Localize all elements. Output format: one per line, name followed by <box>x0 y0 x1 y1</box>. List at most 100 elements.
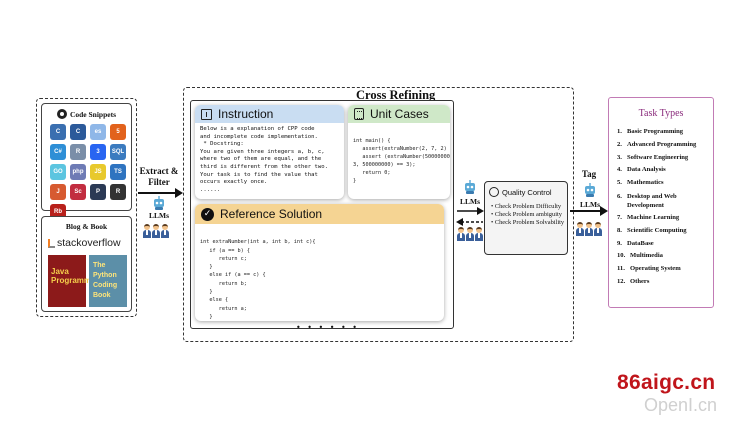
task-label: Machine Learning <box>627 213 680 221</box>
robot-icon <box>465 180 475 194</box>
html-icon: 5 <box>110 124 126 140</box>
instruction-text: Below is a explanation of CPP code and i… <box>200 126 328 193</box>
watermark-86aigc: 86aigc.cn <box>617 371 716 394</box>
code-snippets-label: Code Snippets <box>69 109 117 119</box>
watermark-openi: OpenI.cn <box>644 395 718 415</box>
cpp-icon: C <box>70 124 86 140</box>
python-book-line: Python <box>93 272 117 279</box>
task-number: 2. <box>617 140 622 148</box>
r-icon: R <box>70 144 86 160</box>
task-item: 3. Software Engineering <box>617 152 705 165</box>
python-book-line: The <box>93 262 106 269</box>
more-dots: • • • • • • <box>296 323 360 332</box>
task-types-list: 1. Basic Programming 2.Advanced Programmi… <box>617 126 705 289</box>
task-label: Others <box>630 277 650 285</box>
task-number: 12. <box>617 277 626 285</box>
task-types-title: Task Types <box>638 108 684 119</box>
unit-cases-title: Unit Cases <box>370 107 429 121</box>
blog-book-title: Blog & Book <box>65 222 108 231</box>
task-number: 9. <box>617 239 622 247</box>
github-icon <box>56 109 67 119</box>
quality-control-title: Quality Control <box>502 187 552 197</box>
unit-cases-code: int main() { assert(extraNumber(2, 7, 2)… <box>353 129 450 199</box>
llms-label-2: LLMs <box>459 197 480 206</box>
code-line: int main() { <box>353 138 391 144</box>
task-item: 1. Basic Programming <box>617 126 705 139</box>
task-label: Data Analysis <box>627 166 666 174</box>
python-book-line: Coding <box>93 282 118 289</box>
c-icon: C <box>50 124 66 140</box>
task-item: 5. Mathematics <box>617 177 705 190</box>
php-icon: php <box>70 164 86 180</box>
golang-icon: GO <box>50 164 66 180</box>
task-number: 11. <box>617 265 625 273</box>
task-number: 6. <box>617 192 622 200</box>
quality-control-header: Quality Control <box>489 187 552 197</box>
check-circle-icon: ✓ <box>201 207 214 221</box>
reference-solution-panel: ✓ Reference Solution int extraNumber(int… <box>195 204 444 321</box>
task-item: 8. Scientific Computing <box>617 225 705 238</box>
code-line: } <box>200 264 213 271</box>
cross-refining-title: Cross Refining <box>354 88 438 103</box>
instruction-header: Instruction <box>195 105 344 123</box>
code-line: return b; <box>200 280 247 287</box>
javascript-icon: JS <box>90 164 106 180</box>
task-label: Desktop and Web Development <box>627 192 677 209</box>
task-label: Mathematics <box>627 179 664 187</box>
code-line: int extraNumber(int a, int b, int c){ <box>200 239 316 246</box>
task-item: 2.Advanced Programming <box>617 139 705 152</box>
task-label: Basic Programming <box>627 128 684 135</box>
code-line: assert (extraNumber(500000000, <box>353 154 450 160</box>
code-line: else { <box>200 297 229 304</box>
task-number: 3. <box>617 153 622 161</box>
task-label: Scientific Computing <box>627 226 687 234</box>
cross-refining-container <box>183 87 574 342</box>
unit-cases-header: Unit Cases <box>348 105 450 123</box>
task-item: 7. Machine Learning <box>617 212 705 225</box>
llms-label-1: LLMs <box>148 211 169 220</box>
task-number: 1. <box>617 128 622 135</box>
ecmascript-icon: es <box>90 124 106 140</box>
tag-arrow-head <box>600 206 608 216</box>
task-label: Software Engineering <box>627 153 689 161</box>
extract-arrow-line <box>138 192 175 194</box>
task-number: 5. <box>617 179 622 187</box>
robot-icon <box>585 183 595 197</box>
java-book-title: Java Programming <box>51 267 104 285</box>
openai-icon <box>489 187 499 197</box>
extract-filter-label: Extract & Filter <box>139 166 179 187</box>
stackoverflow-logo: stackoverflow <box>48 237 121 249</box>
task-number: 7. <box>617 213 622 221</box>
llms-label-3: LLMs <box>579 200 600 209</box>
task-number: 8. <box>617 226 622 234</box>
quality-control-box: Quality Control Check Problem Difficulty… <box>484 181 568 255</box>
instruction-panel: Instruction Below is a explanation of CP… <box>195 105 344 199</box>
task-item: 9.DataBase <box>617 238 705 251</box>
stackoverflow-text: stackoverflow <box>57 237 121 249</box>
task-number: 4. <box>617 166 622 174</box>
task-item: 12. Others <box>617 276 705 289</box>
sql-icon: SQL <box>110 144 126 160</box>
annotators-icon <box>576 222 602 236</box>
code-line: assert(extraNumber(2, 7, 2) == 7); <box>362 146 450 152</box>
reference-solution-code: int extraNumber(int a, int b, int c){ if… <box>200 230 316 321</box>
annotators-icon <box>457 227 483 241</box>
reference-solution-header: ✓ Reference Solution <box>195 204 444 224</box>
task-item: 6. Desktop and Web Development <box>617 190 705 212</box>
code-line: } <box>200 313 213 320</box>
code-snippets-title: Code Snippets <box>42 109 131 119</box>
stackoverflow-icon <box>48 238 55 248</box>
calculator-icon <box>354 108 364 120</box>
quality-item: Check Problem Difficulty <box>491 203 564 211</box>
csharp-icon: C# <box>50 144 66 160</box>
typescript-icon: TS <box>110 164 126 180</box>
python-book-cover: The Python Coding Book <box>89 255 127 307</box>
task-item: 11.Operating System <box>617 263 705 276</box>
instruction-title: Instruction <box>218 107 274 121</box>
task-label: Multimedia <box>630 252 663 260</box>
perl-icon: P <box>90 184 106 200</box>
blog-book-box: Blog & Book stackoverflow Java Programmi… <box>41 216 132 312</box>
tag-arrow-line <box>570 210 600 212</box>
